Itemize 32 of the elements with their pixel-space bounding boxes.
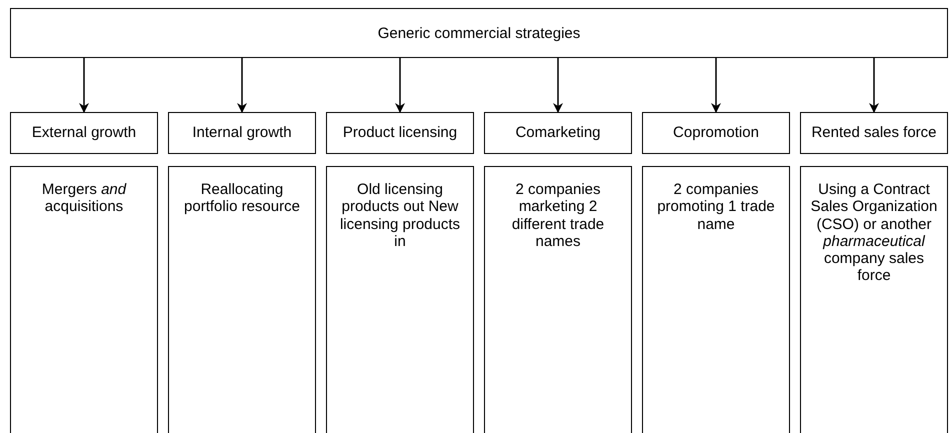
description-box <box>168 166 316 433</box>
box-label: Product licensing <box>342 124 458 142</box>
strategy-box <box>10 112 158 154</box>
box-label: Reallocating portfolio resource <box>183 181 301 216</box>
box-label: Comarketing <box>515 124 601 142</box>
box-label: Copromotion <box>673 124 759 142</box>
arrow <box>237 58 247 113</box>
strategy-box <box>326 112 474 154</box>
box-label: 2 companies marketing 2 different trade names <box>510 181 606 250</box>
arrow <box>553 58 563 113</box>
description-box <box>326 166 474 433</box>
description-box <box>484 166 632 433</box>
strategy-box <box>168 112 316 154</box>
strategy-box <box>484 112 632 154</box>
box-label: Old licensing products out New licensing products in <box>338 181 462 250</box>
arrow <box>79 58 89 113</box>
strategy-box <box>642 112 790 154</box>
arrow <box>711 58 721 113</box>
box-label: Mergers and acquisitions <box>40 181 128 216</box>
strategy-box <box>800 112 948 154</box>
description-box <box>800 166 948 433</box>
diagram-heading: Generic commercial strategies <box>378 24 580 42</box>
box-label: Using a Contract Sales Organization (CSO) or another pharmaceutical company sales force <box>810 181 938 284</box>
description-box <box>10 166 158 433</box>
title-box <box>10 8 948 58</box>
box-label: Rented sales force <box>811 124 937 142</box>
arrow <box>395 58 405 113</box>
arrow <box>869 58 879 113</box>
box-label: 2 companies promoting 1 trade name <box>656 181 776 233</box>
box-label: Internal growth <box>192 124 292 142</box>
box-label: External growth <box>32 124 136 142</box>
description-box <box>642 166 790 433</box>
